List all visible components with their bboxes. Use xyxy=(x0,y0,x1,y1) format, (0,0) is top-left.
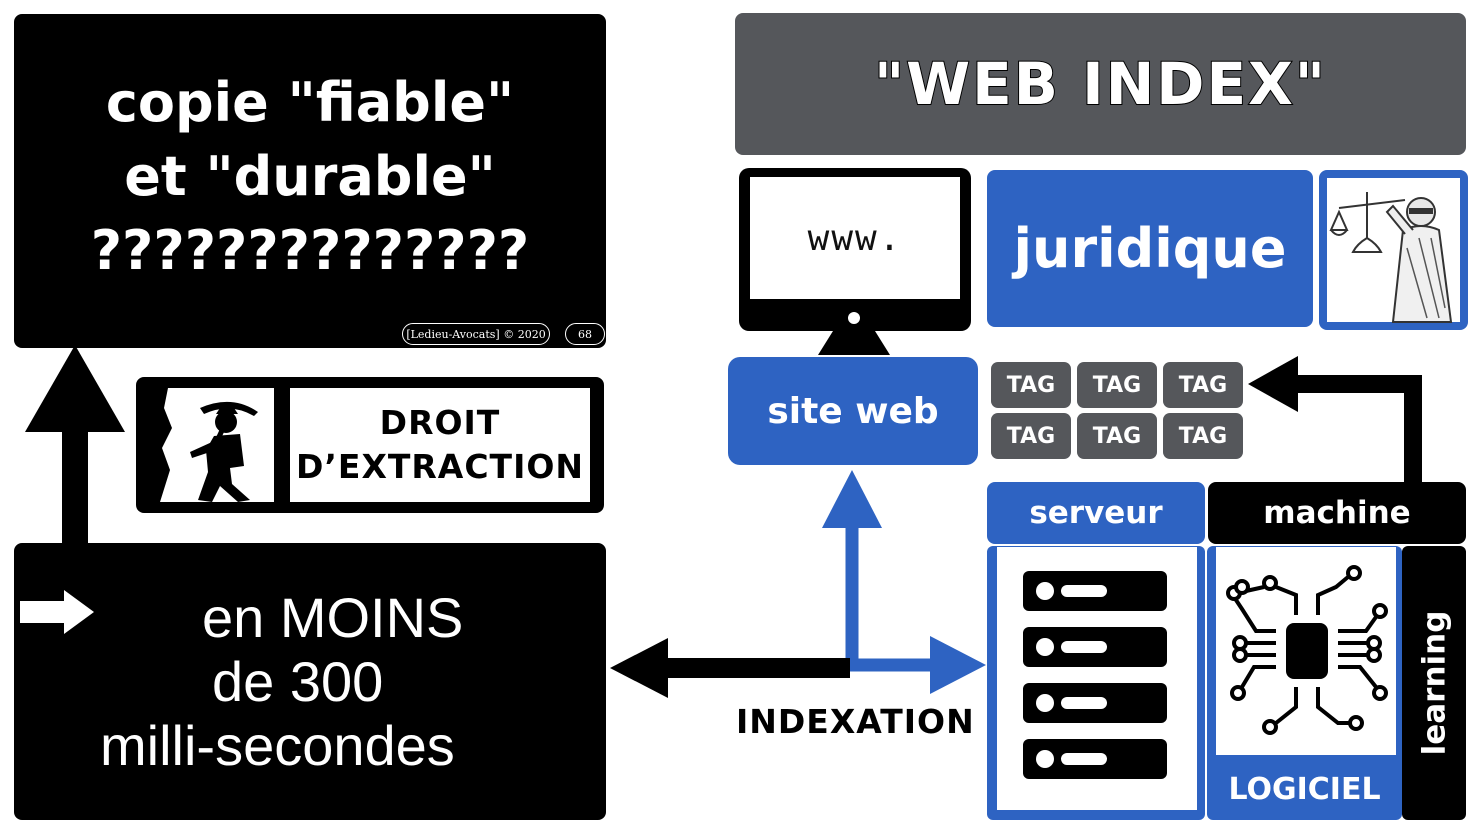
time-line-2: de 300 xyxy=(212,650,384,713)
quote-line-2: et "durable" xyxy=(124,145,496,208)
quote-box xyxy=(14,14,606,348)
right-arrow-icon xyxy=(20,590,94,634)
quote-line-1: copie "fiable" xyxy=(105,71,515,134)
time-line-1: en MOINS xyxy=(202,586,464,649)
quote-text: copie "fiable" et "durable" ????????????… xyxy=(14,66,606,288)
time-line-3: milli-secondes xyxy=(100,714,455,777)
tag-1: TAG xyxy=(991,362,1071,408)
copyright-credit: [Ledieu-Avocats] © 2020 xyxy=(402,323,550,345)
machine-header: machine xyxy=(1208,482,1466,544)
tag-3: TAG xyxy=(1163,362,1243,408)
time-text: en MOINS de 300 milli-secondes xyxy=(70,586,570,778)
server-panel xyxy=(997,547,1197,810)
learning-bar: learning xyxy=(1402,546,1466,820)
extraction-label: DROIT D’EXTRACTION xyxy=(296,401,584,489)
tag-5: TAG xyxy=(1077,413,1157,459)
indexation-label: INDEXATION xyxy=(736,702,975,741)
web-index-banner: "WEB INDEX" xyxy=(735,13,1466,155)
quote-line-3: ?????????????? xyxy=(90,219,530,282)
circuit-chip-icon xyxy=(1226,565,1388,735)
juridique-label: juridique xyxy=(1013,217,1287,280)
tag-6: TAG xyxy=(1163,413,1243,459)
time-box xyxy=(14,543,606,820)
chip-panel xyxy=(1216,547,1396,755)
monitor-display: www. xyxy=(750,177,960,299)
tag-4: TAG xyxy=(991,413,1071,459)
justice-panel xyxy=(1327,178,1460,323)
miner-panel xyxy=(146,388,274,502)
machine-label: machine xyxy=(1263,495,1411,531)
site-web-box: site web xyxy=(728,357,978,465)
learning-label: learning xyxy=(1416,610,1453,756)
scales-of-justice-icon xyxy=(1329,192,1453,323)
serveur-header: serveur xyxy=(987,482,1205,544)
web-index-title: "WEB INDEX" xyxy=(873,49,1328,119)
serveur-label: serveur xyxy=(1029,495,1163,531)
extraction-line-2: D’EXTRACTION xyxy=(295,447,585,486)
page-number: 68 xyxy=(565,323,605,345)
logiciel-label: LOGICIEL xyxy=(1228,771,1381,807)
www-label: www. xyxy=(807,217,903,259)
juridique-box: juridique xyxy=(987,170,1313,327)
miner-icon xyxy=(146,388,258,502)
tag-2: TAG xyxy=(1077,362,1157,408)
extraction-line-1: DROIT xyxy=(379,403,501,442)
extraction-panel: DROIT D’EXTRACTION xyxy=(290,388,590,502)
server-rack-icon xyxy=(1023,571,1167,779)
site-web-label: site web xyxy=(767,390,939,432)
